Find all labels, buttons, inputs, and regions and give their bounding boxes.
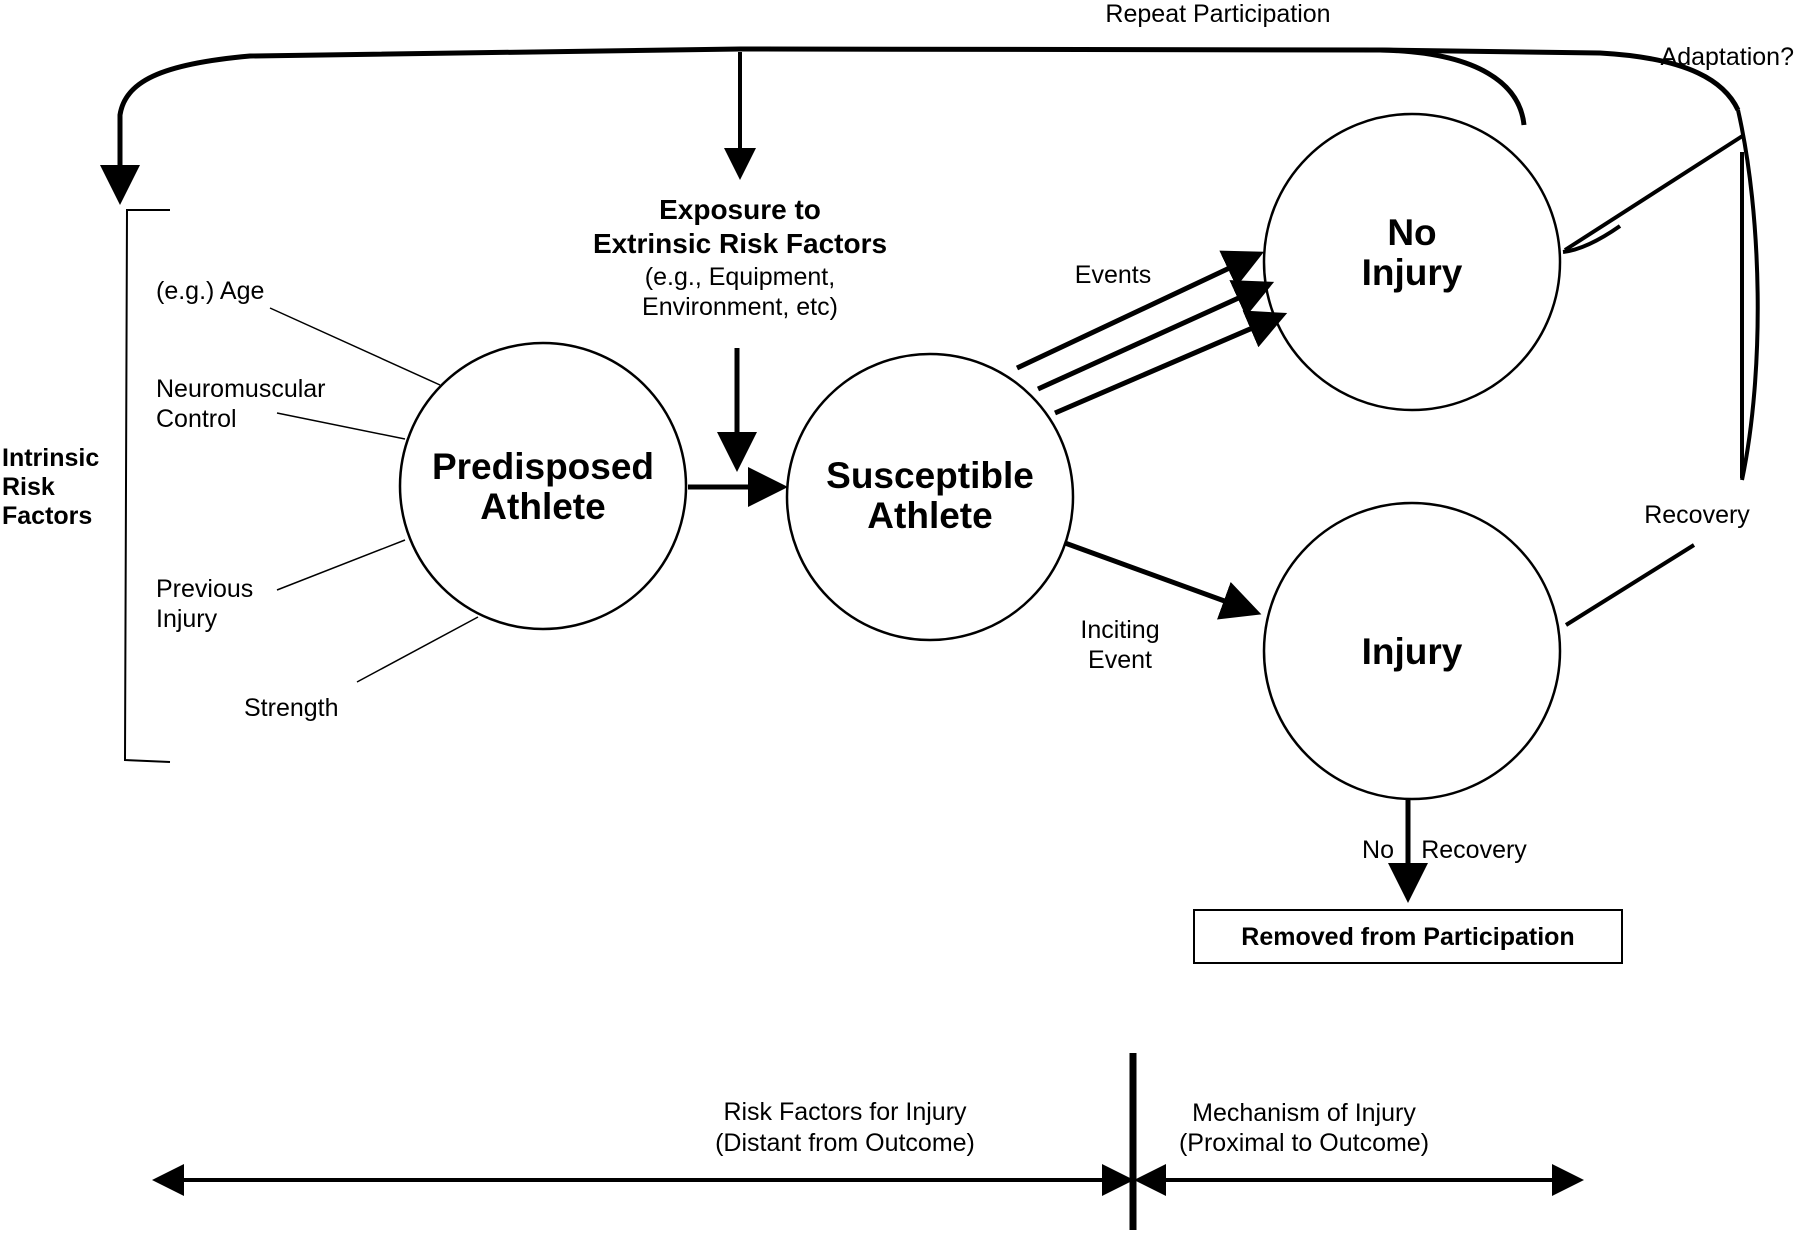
susceptible-athlete-node xyxy=(785,352,1075,642)
event-arrow-2 xyxy=(1036,280,1275,392)
factor-previous-injury-line2: Injury xyxy=(156,605,218,633)
adaptation-label: Adaptation? xyxy=(1661,43,1794,71)
timeline-left-line2: (Distant from Outcome) xyxy=(715,1129,975,1157)
intrinsic-label-line2: Risk xyxy=(2,473,55,501)
extrinsic-title-line2: Extrinsic Risk Factors xyxy=(593,228,887,259)
intrinsic-label-line3: Factors xyxy=(2,502,92,530)
timeline-right-line1: Mechanism of Injury xyxy=(1192,1099,1416,1127)
susceptible-athlete-line2: Athlete xyxy=(867,495,992,536)
extrinsic-examples-line2: Environment, etc) xyxy=(642,293,838,321)
timeline-left-line1: Risk Factors for Injury xyxy=(723,1098,967,1126)
factor-previous-injury-line1: Previous xyxy=(156,575,253,603)
inciting-event-line1: Inciting xyxy=(1080,616,1159,644)
repeat-participation-loop xyxy=(100,46,1527,205)
recovery-label: Recovery xyxy=(1644,501,1750,529)
repeat-loop-top-right xyxy=(1379,47,1741,112)
inciting-event-arrow xyxy=(1064,540,1262,620)
no-recovery-label-recovery: Recovery xyxy=(1421,836,1527,864)
adaptation-branch xyxy=(1563,133,1746,252)
previous-injury-connector xyxy=(276,539,406,591)
predisposed-athlete-node xyxy=(398,341,688,631)
no-injury-line2: Injury xyxy=(1362,252,1463,293)
recovery-line xyxy=(1564,543,1696,627)
intrinsic-label-line1: Intrinsic xyxy=(2,444,99,472)
factor-neuromuscular-line2: Control xyxy=(156,405,237,433)
repeat-participation-label: Repeat Participation xyxy=(1105,0,1330,28)
timeline-right-line2: (Proximal to Outcome) xyxy=(1179,1129,1429,1157)
predisposed-athlete-line2: Athlete xyxy=(480,486,605,527)
predisposed-athlete-line1: Predisposed xyxy=(432,446,654,487)
inciting-event-line2: Event xyxy=(1088,646,1152,674)
removed-from-participation-box xyxy=(1193,909,1623,964)
no-recovery-label-no: No xyxy=(1362,836,1394,864)
intrinsic-factors-bracket xyxy=(123,209,171,763)
events-label: Events xyxy=(1075,261,1151,289)
no-injury-line1: No xyxy=(1387,212,1436,253)
factor-age: (e.g.) Age xyxy=(156,277,264,305)
factor-strength: Strength xyxy=(244,694,339,722)
neuromuscular-connector xyxy=(276,412,406,440)
no-injury-return-curve xyxy=(1562,224,1622,254)
removed-from-participation-label: Removed from Participation xyxy=(1241,923,1574,951)
age-connector xyxy=(269,307,441,386)
event-arrow-3 xyxy=(1054,310,1288,416)
susceptible-athlete-line1: Susceptible xyxy=(826,455,1034,496)
injury-label: Injury xyxy=(1362,631,1463,672)
strength-connector xyxy=(356,616,479,683)
event-arrow-1 xyxy=(1015,250,1265,371)
extrinsic-examples-line1: (e.g., Equipment, xyxy=(645,263,835,291)
extrinsic-title-line1: Exposure to xyxy=(659,194,821,225)
injury-node xyxy=(1262,501,1562,801)
repeat-loop-right-arc xyxy=(1736,109,1760,481)
factor-neuromuscular-line1: Neuromuscular xyxy=(156,375,326,403)
